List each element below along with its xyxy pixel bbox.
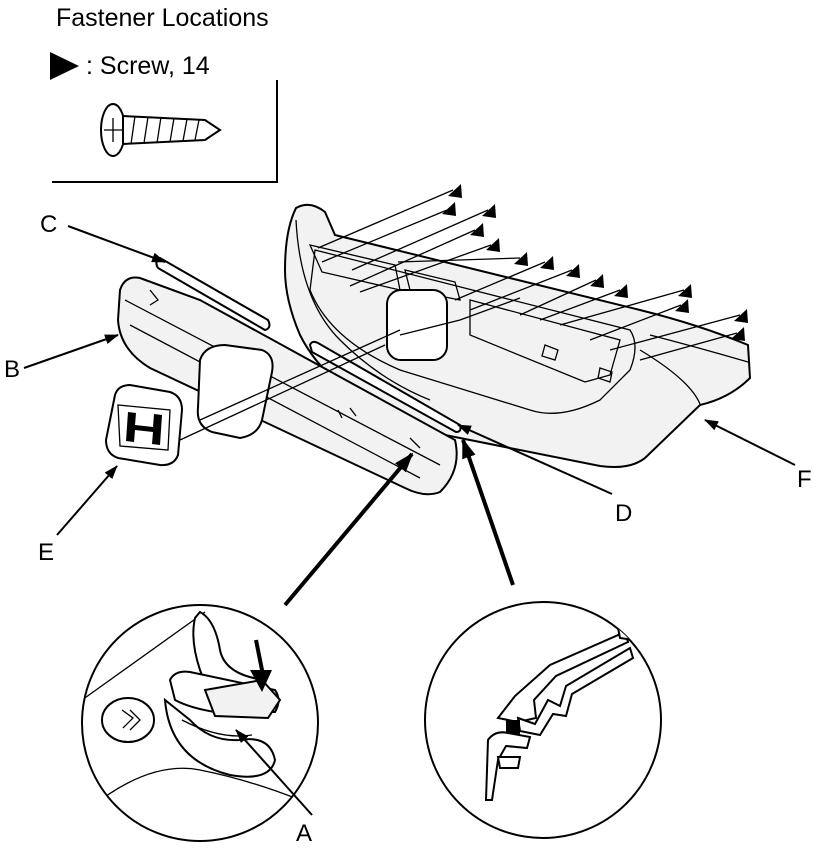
detail-view-section-d (424, 601, 662, 839)
triangle-pointer-icon (675, 299, 689, 313)
triangle-pointer-icon (514, 252, 528, 266)
triangle-pointer-icon (734, 309, 748, 323)
triangle-pointer-icon (566, 264, 580, 278)
detail-view-clip-a (81, 604, 319, 842)
callout-leaders (23, 225, 796, 607)
triangle-pointer-icon (442, 202, 456, 216)
emblem-housing-rear (386, 289, 448, 361)
triangle-pointer-icon (614, 284, 628, 298)
screw-markers (442, 184, 748, 341)
triangle-pointer-icon (482, 204, 496, 218)
triangle-pointer-icon (540, 256, 554, 270)
callout-f: F (797, 466, 812, 493)
fastener-leaders (179, 189, 741, 441)
callout-d: D (615, 500, 632, 527)
triangle-pointer-icon (678, 284, 692, 298)
triangle-pointer-icon (470, 223, 484, 237)
emblem-part-e (104, 383, 184, 467)
callout-a: A (296, 820, 312, 847)
triangle-pointer-icon (731, 327, 745, 341)
legend-frame (52, 80, 278, 183)
screw-icon (100, 103, 222, 157)
legend-title: Fastener Locations (56, 4, 269, 32)
legend-item-label: : Screw, 14 (86, 52, 210, 80)
triangle-pointer-icon (590, 274, 604, 288)
fastener-legend: Fastener Locations : Screw, 14 (50, 4, 278, 183)
emblem-opening (196, 343, 274, 440)
callout-c: C (40, 211, 57, 238)
triangle-pointer-icon (448, 184, 462, 198)
triangle-pointer-icon (486, 238, 500, 252)
callout-b: B (4, 356, 20, 383)
callout-e: E (38, 539, 54, 566)
triangle-pointer-icon (50, 52, 79, 80)
